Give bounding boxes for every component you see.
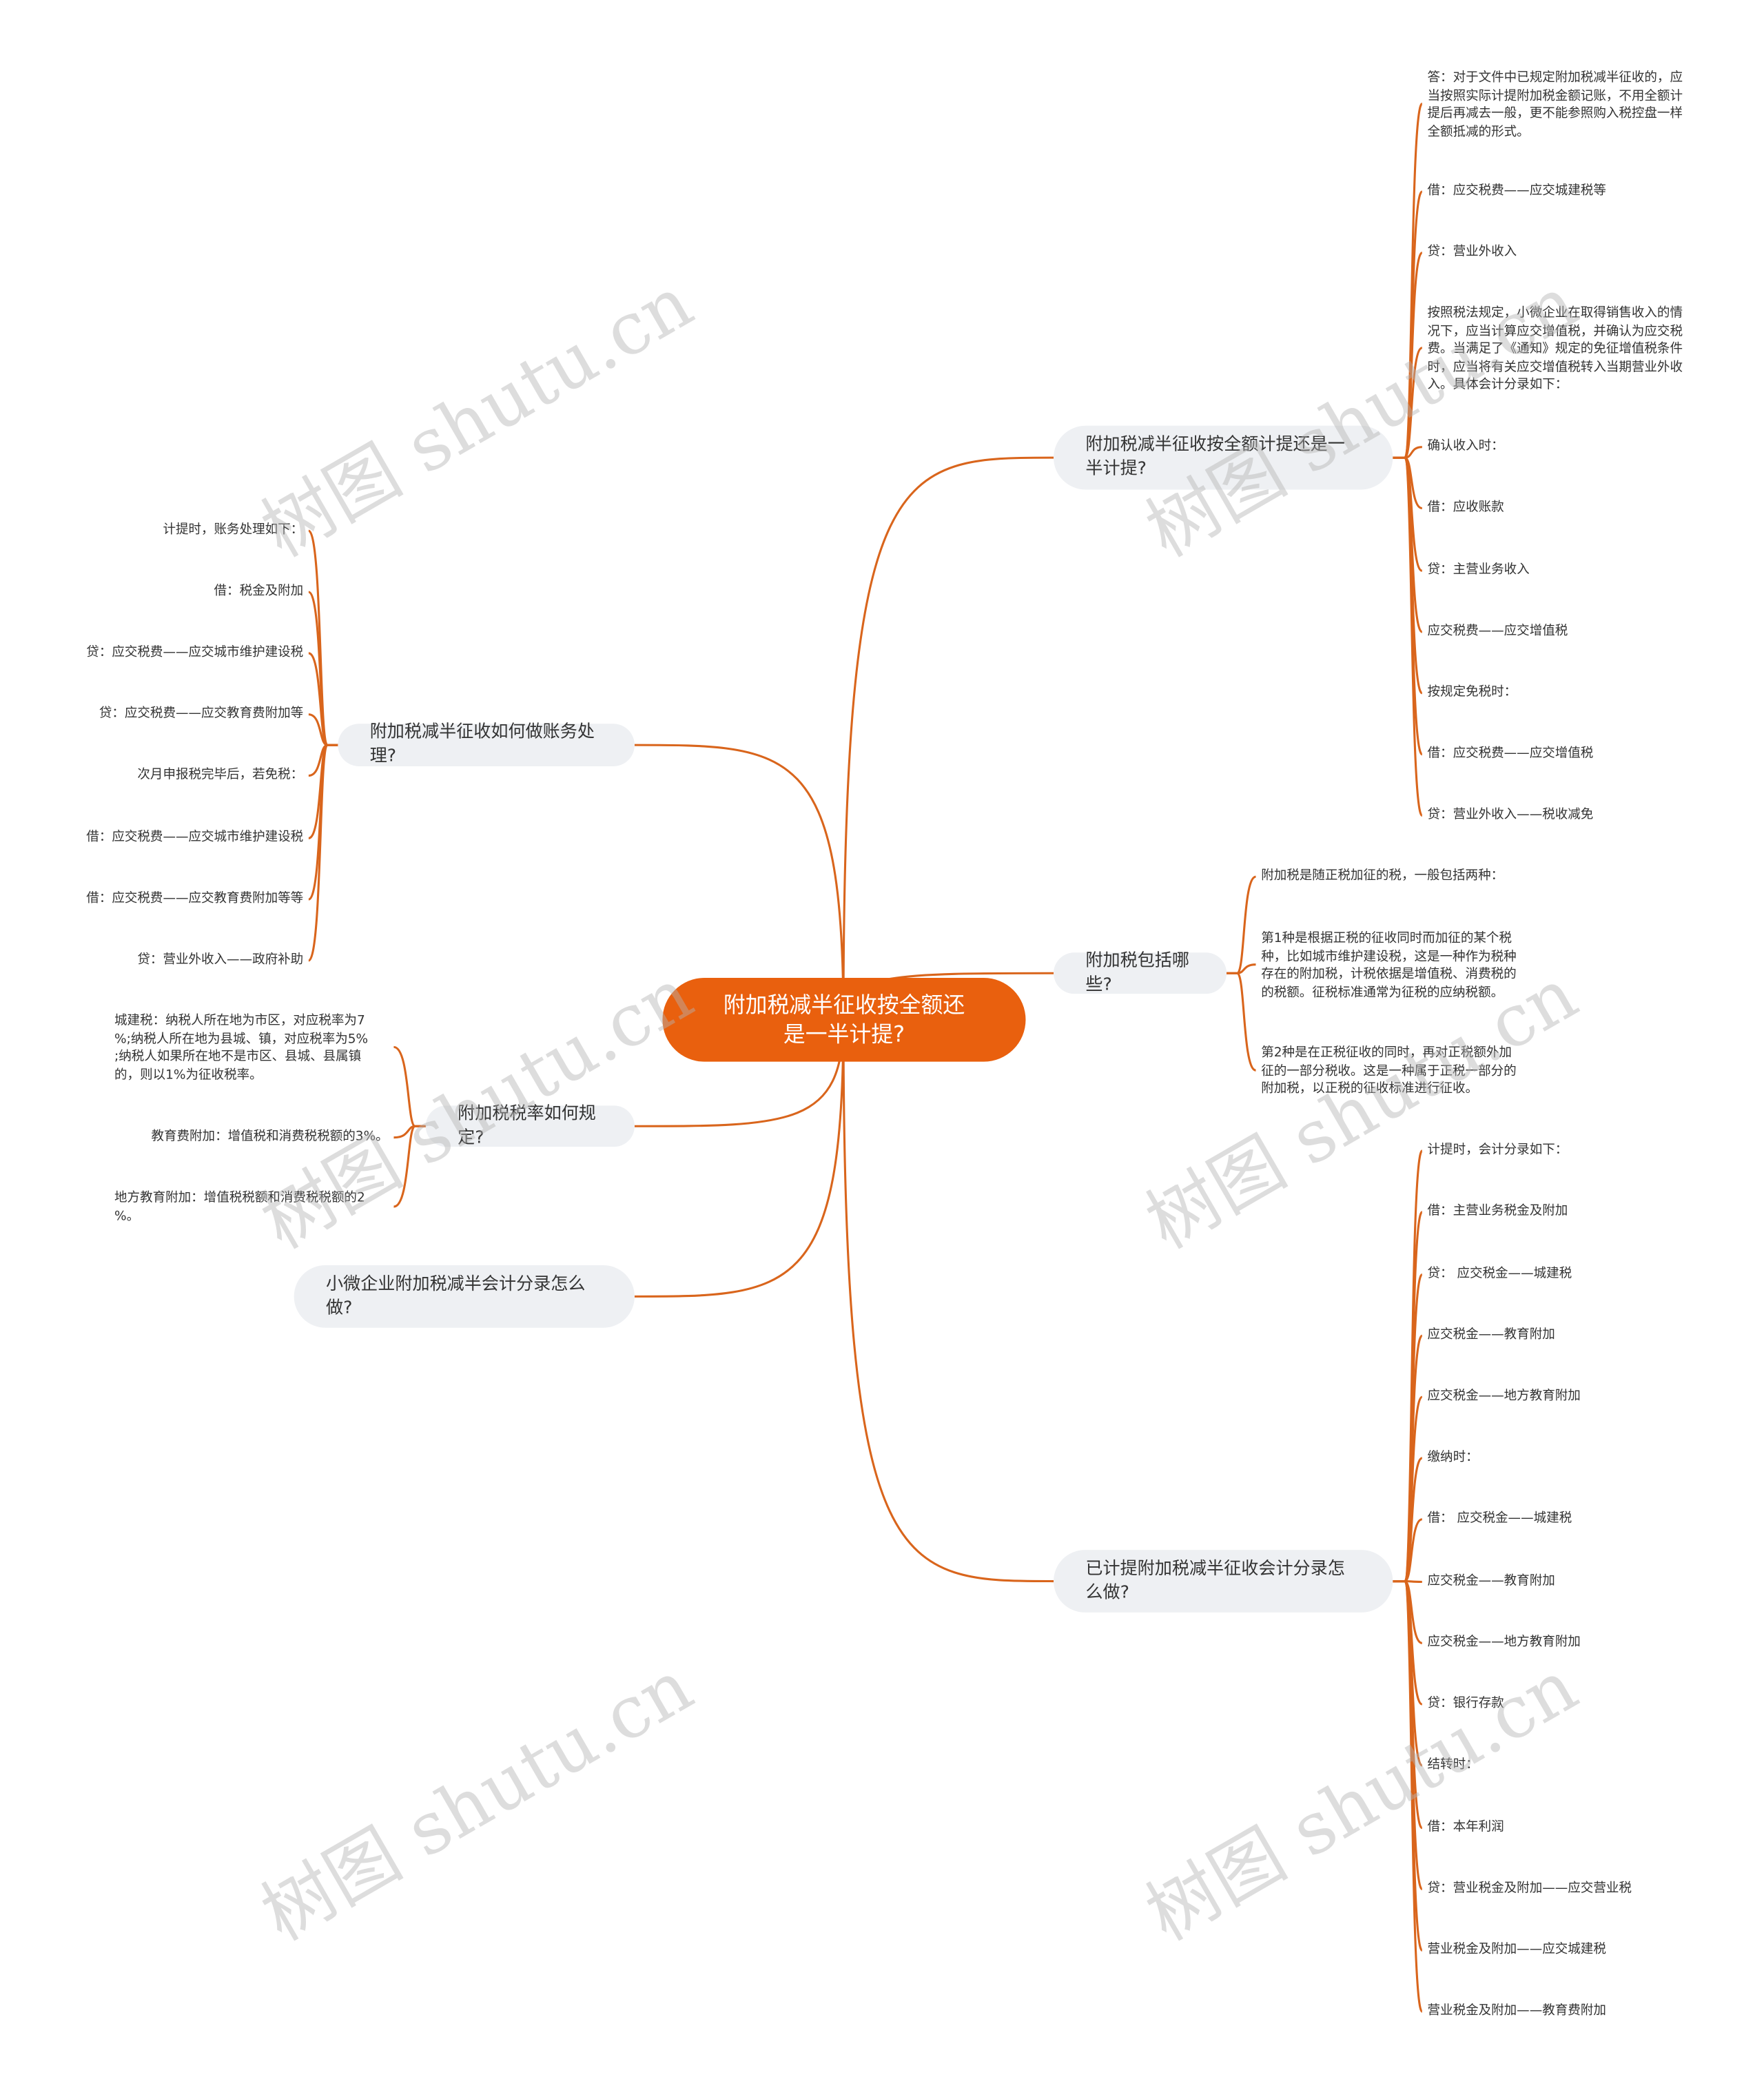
leaf-topic[interactable]: 按照税法规定，小微企业在取得销售收入的情 况下，应当计算应交增值税，并确认为应交… xyxy=(1427,306,1683,393)
leaf-topic[interactable]: 贷：营业外收入——税收减免 xyxy=(1427,807,1594,823)
leaf-topic[interactable]: 贷：营业外收入——政府补助 xyxy=(137,952,304,968)
leaf-topic[interactable]: 第2种是在正税征收的同时，再对正税额外加 征的一部分税收。这是一种属于正税一部分… xyxy=(1261,1045,1517,1096)
leaf-connector xyxy=(307,744,338,962)
root-connector xyxy=(634,744,845,1019)
leaf-topic[interactable]: 答：对于文件中已规定附加税减半征收的，应 当按照实际计提附加税金额记账，不用全额… xyxy=(1427,70,1683,139)
leaf-connector xyxy=(1393,1579,1424,2013)
leaf-connector xyxy=(1393,1149,1424,1583)
leaf-connector xyxy=(1393,456,1424,756)
leaf-connector xyxy=(1227,972,1257,1072)
leaf-topic[interactable]: 结转时： xyxy=(1427,1757,1479,1772)
leaf-topic[interactable]: 缴纳时： xyxy=(1427,1450,1479,1465)
leaf-topic[interactable]: 贷：应交税费——应交城市维护建设税 xyxy=(86,645,304,660)
leaf-connector xyxy=(393,1125,426,1139)
branch-topic[interactable]: 附加税包括哪些? xyxy=(1054,950,1227,994)
leaf-topic[interactable]: 附加税是随正税加征的税，一般包括两种： xyxy=(1261,868,1504,883)
branch-topic[interactable]: 附加税减半征收如何做账务处理? xyxy=(338,722,635,767)
leaf-connector xyxy=(1393,103,1424,459)
leaf-topic[interactable]: 借：主营业务税金及附加 xyxy=(1427,1204,1568,1219)
root-connector xyxy=(842,1019,1054,1583)
leaf-topic[interactable]: 应交税金——教育附加 xyxy=(1427,1573,1555,1589)
leaf-topic[interactable]: 确认收入时： xyxy=(1427,439,1504,454)
root-connector xyxy=(842,456,1054,1019)
leaf-topic[interactable]: 教育费附加：增值税和消费税税额的3%。 xyxy=(151,1129,389,1145)
leaf-topic[interactable]: 贷：银行存款 xyxy=(1427,1696,1504,1711)
leaf-topic[interactable]: 借：税金及附加 xyxy=(214,584,304,599)
leaf-connector xyxy=(1227,875,1257,974)
leaf-connector xyxy=(1393,347,1423,459)
leaf-topic[interactable]: 按规定免税时： xyxy=(1427,685,1517,700)
leaf-topic[interactable]: 借： 应交税金——城建税 xyxy=(1427,1511,1572,1526)
leaf-topic[interactable]: 贷：营业税金及附加——应交营业税 xyxy=(1427,1881,1632,1896)
leaf-topic[interactable]: 第1种是根据正税的征收同时而加征的某个税 种，比如城市维护建设税，这是一种作为税… xyxy=(1261,931,1517,1000)
leaf-connector xyxy=(308,591,338,746)
branch-topic[interactable]: 附加税减半征收按全额计提还是一 半计提? xyxy=(1054,425,1393,490)
leaf-topic[interactable]: 借：应交税费——应交城建税等 xyxy=(1427,183,1606,198)
leaf-topic[interactable]: 应交税金——地方教育附加 xyxy=(1427,1389,1581,1404)
leaf-topic[interactable]: 贷： 应交税金——城建税 xyxy=(1427,1266,1572,1282)
leaf-topic[interactable]: 借：应收账款 xyxy=(1427,500,1504,515)
leaf-topic[interactable]: 借：应交税费——应交城市维护建设税 xyxy=(86,830,304,845)
branch-topic[interactable]: 已计提附加税减半征收会计分录怎 么做? xyxy=(1054,1550,1393,1613)
leaf-topic[interactable]: 计提时，会计分录如下： xyxy=(1427,1143,1568,1158)
leaf-topic[interactable]: 借：应交税费——应交教育费附加等等 xyxy=(86,891,304,906)
root-topic[interactable]: 附加税减半征收按全额还 是一半计提? xyxy=(662,977,1026,1062)
leaf-topic[interactable]: 营业税金及附加——教育费附加 xyxy=(1427,2003,1606,2018)
leaf-topic[interactable]: 营业税金及附加——应交城建税 xyxy=(1427,1942,1606,1957)
leaf-topic[interactable]: 贷：应交税费——应交教育费附加等 xyxy=(99,706,304,722)
root-connector xyxy=(634,1019,845,1298)
leaf-connector xyxy=(393,1045,426,1127)
leaf-topic[interactable]: 贷：主营业务收入 xyxy=(1427,562,1530,577)
leaf-connector xyxy=(393,1125,426,1208)
leaf-connector xyxy=(1393,456,1424,817)
leaf-topic[interactable]: 应交税费——应交增值税 xyxy=(1427,624,1568,639)
branch-topic[interactable]: 小微企业附加税减半会计分录怎么 做? xyxy=(294,1265,635,1328)
leaf-topic[interactable]: 计提时，账务处理如下： xyxy=(163,522,304,538)
leaf-topic[interactable]: 应交税金——教育附加 xyxy=(1427,1327,1555,1342)
leaf-topic[interactable]: 城建税：纳税人所在地为市区，对应税率为7 %;纳税人所在地为县城、镇，对应税率为… xyxy=(114,1014,369,1083)
leaf-topic[interactable]: 借：本年利润 xyxy=(1427,1820,1504,1835)
leaf-topic[interactable]: 地方教育附加：增值税税额和消费税税额的2 %。 xyxy=(114,1190,365,1224)
leaf-topic[interactable]: 贷：营业外收入 xyxy=(1427,245,1517,260)
branch-topic[interactable]: 附加税税率如何规定? xyxy=(425,1103,635,1147)
leaf-topic[interactable]: 次月申报税完毕后，若免税： xyxy=(137,767,304,783)
leaf-topic[interactable]: 应交税金——地方教育附加 xyxy=(1427,1635,1581,1650)
leaf-connector xyxy=(1393,190,1424,459)
leaf-topic[interactable]: 借：应交税费——应交增值税 xyxy=(1427,746,1594,761)
